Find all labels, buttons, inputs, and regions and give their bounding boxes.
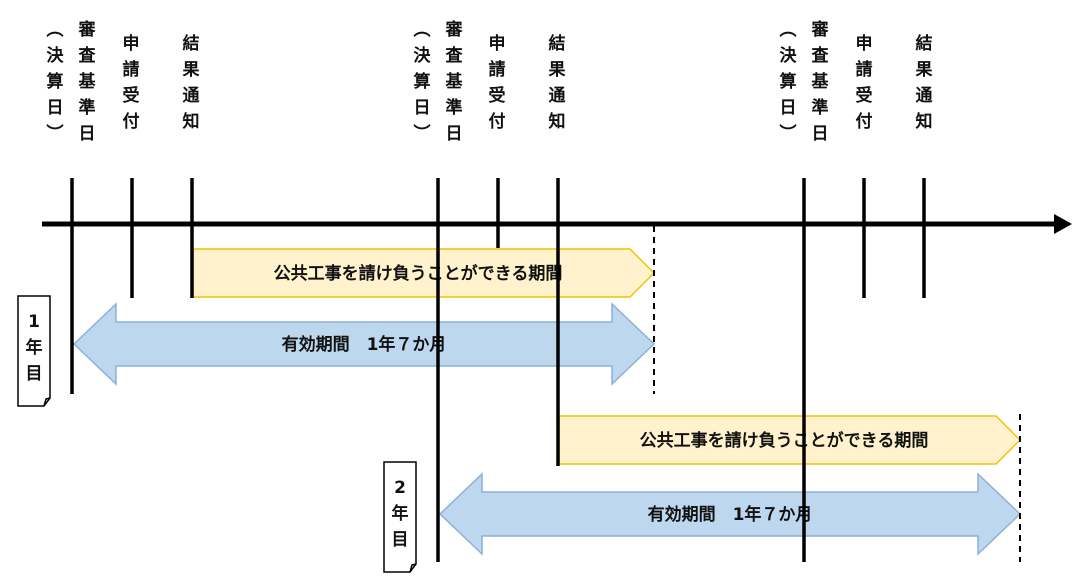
group-3-review-label: 審査基準日	[811, 19, 830, 144]
row-1-validity-text: 有効期間 1年７か月	[282, 334, 447, 355]
row-1-validity-arrow	[72, 302, 656, 386]
group-2-labels: ︵決算日︶ 審査基準日 申請受付 結果通知	[413, 19, 566, 144]
group-2-result-label: 結果通知	[548, 33, 566, 132]
group-3-labels: ︵決算日︶ 審査基準日 申請受付 結果通知	[779, 19, 933, 144]
timeline-arrowhead	[1054, 214, 1072, 234]
group-2-review-label: 審査基準日	[445, 19, 464, 144]
group-2-date-label: ︵決算日︶	[413, 20, 432, 144]
group-1-labels: ︵決算日︶ 審査基準日 申請受付 結果通知	[46, 19, 200, 144]
row-1-contract-period-text: 公共工事を請け負うことができる期間	[274, 263, 563, 284]
tick-lines	[70, 178, 926, 562]
group-1-review-label: 審査基準日	[78, 19, 97, 144]
group-1-result-label: 結果通知	[182, 33, 200, 132]
row-2-validity-text: 有効期間 1年７か月	[648, 504, 813, 525]
group-3-apply-label: 申請受付	[856, 33, 873, 132]
group-3-result-label: 結果通知	[915, 33, 933, 132]
group-1-apply-label: 申請受付	[123, 33, 140, 132]
row-2-contract-period-text: 公共工事を請け負うことができる期間	[640, 430, 929, 451]
group-3-date-label: ︵決算日︶	[779, 20, 798, 144]
group-1-date-label: ︵決算日︶	[46, 20, 65, 144]
group-2-apply-label: 申請受付	[489, 33, 506, 132]
